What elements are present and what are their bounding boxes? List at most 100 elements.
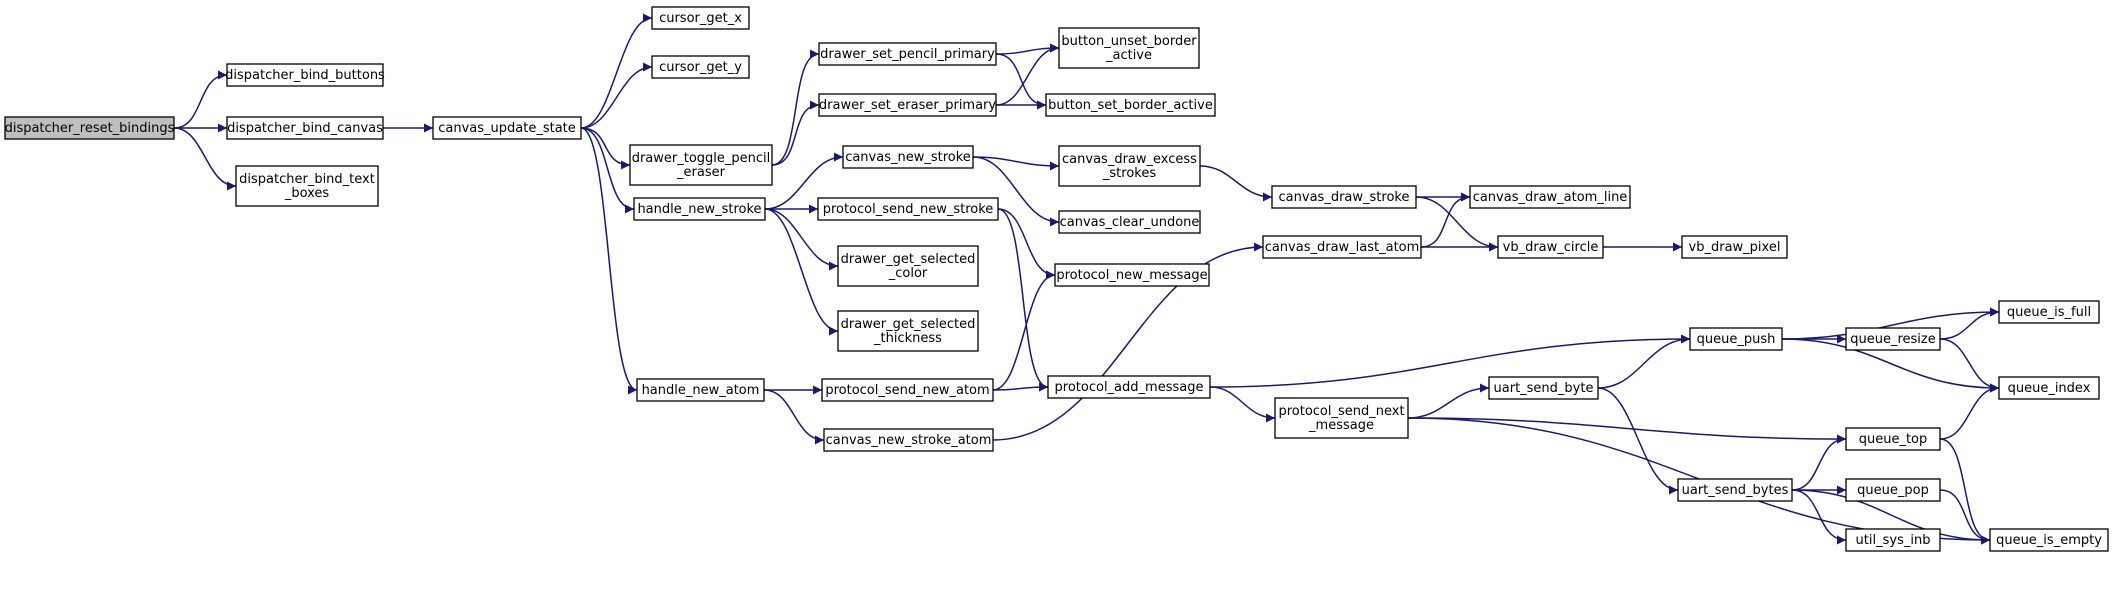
node-label: button_unset_border xyxy=(1061,34,1197,49)
node-box xyxy=(1469,185,1631,209)
node-handle_new_atom[interactable]: handle_new_atom xyxy=(636,378,765,402)
node-label: dispatcher_bind_buttons xyxy=(225,68,385,83)
node-protocol_send_new_stroke[interactable]: protocol_send_new_stroke xyxy=(817,197,999,221)
node-canvas_draw_last_atom[interactable]: canvas_draw_last_atom xyxy=(1262,235,1422,259)
edge-handle_new_stroke-to-drawer_get_selected_thickness xyxy=(764,208,839,336)
edge-protocol_send_next_message-to-uart_send_byte xyxy=(1407,383,1490,419)
node-dispatcher_bind_canvas[interactable]: dispatcher_bind_canvas xyxy=(226,116,384,140)
node-drawer_set_pencil_primary[interactable]: drawer_set_pencil_primary xyxy=(818,42,997,66)
node-protocol_send_next_message[interactable]: protocol_send_next_message xyxy=(1274,397,1409,439)
node-label: protocol_new_message xyxy=(1056,268,1207,283)
edge-handle_new_atom-to-canvas_new_stroke_atom xyxy=(763,389,825,445)
node-label: canvas_draw_last_atom xyxy=(1265,240,1420,255)
edge-queue_top-to-queue_index xyxy=(1939,383,2000,440)
node-label: canvas_draw_stroke xyxy=(1279,190,1410,205)
node-canvas_draw_stroke[interactable]: canvas_draw_stroke xyxy=(1271,185,1417,209)
node-drawer_get_selected_thickness[interactable]: drawer_get_selected_thickness xyxy=(837,310,979,352)
node-label: uart_send_byte xyxy=(1494,381,1594,396)
node-protocol_add_message[interactable]: protocol_add_message xyxy=(1047,375,1211,399)
edge-queue_resize-to-queue_index xyxy=(1939,338,2000,393)
node-vb_draw_circle[interactable]: vb_draw_circle xyxy=(1497,235,1604,259)
node-label: cursor_get_x xyxy=(659,11,742,26)
node-button_set_border_active[interactable]: button_set_border_active xyxy=(1045,93,1216,117)
node-handle_new_stroke[interactable]: handle_new_stroke xyxy=(633,197,766,221)
node-box xyxy=(1845,327,1941,351)
node-queue_resize[interactable]: queue_resize xyxy=(1845,327,1941,351)
node-queue_index[interactable]: queue_index xyxy=(1998,376,2100,400)
edge-canvas_update_state-to-handle_new_atom xyxy=(580,127,638,395)
node-label: _color xyxy=(888,266,928,281)
edge-protocol_add_message-to-queue_push xyxy=(1209,334,1691,388)
node-box xyxy=(1054,263,1210,287)
node-box xyxy=(651,55,750,79)
node-label: drawer_get_selected xyxy=(841,317,976,332)
edge-queue_pop-to-queue_is_empty xyxy=(1939,489,1991,545)
node-queue_top[interactable]: queue_top xyxy=(1845,427,1941,451)
node-box xyxy=(651,6,750,30)
edge-handle_new_stroke-to-drawer_get_selected_color xyxy=(764,208,839,271)
node-box xyxy=(1271,185,1417,209)
edge-drawer_toggle_pencil_eraser-to-drawer_set_eraser_primary xyxy=(771,100,820,166)
node-label: handle_new_atom xyxy=(642,383,760,398)
node-canvas_new_stroke[interactable]: canvas_new_stroke xyxy=(842,145,974,169)
node-box xyxy=(226,116,384,140)
node-canvas_draw_excess_strokes[interactable]: canvas_draw_excess_strokes xyxy=(1058,145,1201,187)
node-canvas_draw_atom_line[interactable]: canvas_draw_atom_line xyxy=(1469,185,1631,209)
edge-canvas_draw_excess_strokes-to-canvas_draw_stroke xyxy=(1199,165,1273,202)
node-label: canvas_clear_undone xyxy=(1060,215,1200,230)
node-protocol_send_new_atom[interactable]: protocol_send_new_atom xyxy=(821,378,994,402)
node-label: canvas_new_stroke_atom xyxy=(826,433,992,448)
node-queue_pop[interactable]: queue_pop xyxy=(1845,478,1941,502)
node-label: button_set_border_active xyxy=(1048,98,1213,113)
edge-protocol_send_new_atom-to-protocol_add_message xyxy=(992,382,1049,392)
node-box xyxy=(633,197,766,221)
node-box xyxy=(1998,300,2100,324)
node-box xyxy=(1689,327,1783,351)
node-label: cursor_get_y xyxy=(659,60,742,75)
node-label: protocol_send_next xyxy=(1278,404,1404,419)
node-canvas_new_stroke_atom[interactable]: canvas_new_stroke_atom xyxy=(823,428,994,452)
edge-uart_send_bytes-to-util_sys_inb xyxy=(1791,489,1847,545)
node-canvas_clear_undone[interactable]: canvas_clear_undone xyxy=(1058,210,1201,234)
node-label: uart_send_bytes xyxy=(1682,483,1789,498)
node-util_sys_inb[interactable]: util_sys_inb xyxy=(1845,528,1941,552)
node-queue_is_full[interactable]: queue_is_full xyxy=(1998,300,2100,324)
node-uart_send_byte[interactable]: uart_send_byte xyxy=(1488,376,1599,400)
edge-canvas_new_stroke-to-canvas_clear_undone xyxy=(972,156,1060,227)
node-dispatcher_bind_text_boxes[interactable]: dispatcher_bind_text_boxes xyxy=(235,165,379,207)
node-box xyxy=(837,245,979,287)
node-label: dispatcher_bind_text xyxy=(239,172,375,187)
node-box xyxy=(1998,376,2100,400)
edge-drawer_toggle_pencil_eraser-to-drawer_set_pencil_primary xyxy=(771,49,820,166)
node-box xyxy=(1497,235,1604,259)
node-queue_push[interactable]: queue_push xyxy=(1689,327,1783,351)
edge-uart_send_bytes-to-queue_is_empty xyxy=(1791,489,1991,545)
edge-dispatcher_reset_bindings-to-dispatcher_bind_text_boxes xyxy=(173,127,237,191)
node-uart_send_bytes[interactable]: uart_send_bytes xyxy=(1677,478,1793,502)
node-box xyxy=(1845,427,1941,451)
node-dispatcher_bind_buttons[interactable]: dispatcher_bind_buttons xyxy=(225,63,385,87)
node-canvas_update_state[interactable]: canvas_update_state xyxy=(432,116,582,140)
node-queue_is_empty[interactable]: queue_is_empty xyxy=(1989,528,2109,552)
node-vb_draw_pixel[interactable]: vb_draw_pixel xyxy=(1681,235,1788,259)
node-cursor_get_y[interactable]: cursor_get_y xyxy=(651,55,750,79)
node-label: canvas_update_state xyxy=(438,121,576,136)
node-box xyxy=(1681,235,1788,259)
node-box xyxy=(823,428,994,452)
node-label: queue_pop xyxy=(1857,483,1929,498)
node-box xyxy=(837,310,979,352)
edge-protocol_add_message-to-protocol_send_next_message xyxy=(1209,386,1276,423)
edge-queue_push-to-queue_is_full xyxy=(1781,307,2000,340)
node-label: queue_index xyxy=(2008,381,2091,396)
node-box xyxy=(1058,145,1201,187)
node-label: _message xyxy=(1308,418,1374,433)
node-dispatcher_reset_bindings[interactable]: dispatcher_reset_bindings xyxy=(4,116,175,140)
node-drawer_toggle_pencil_eraser[interactable]: drawer_toggle_pencil_eraser xyxy=(629,144,773,186)
node-drawer_set_eraser_primary[interactable]: drawer_set_eraser_primary xyxy=(818,93,997,117)
node-box xyxy=(1274,397,1409,439)
node-protocol_new_message[interactable]: protocol_new_message xyxy=(1054,263,1210,287)
node-box xyxy=(821,378,994,402)
node-cursor_get_x[interactable]: cursor_get_x xyxy=(651,6,750,30)
node-drawer_get_selected_color[interactable]: drawer_get_selected_color xyxy=(837,245,979,287)
node-button_unset_border_active[interactable]: button_unset_border_active xyxy=(1058,27,1200,69)
